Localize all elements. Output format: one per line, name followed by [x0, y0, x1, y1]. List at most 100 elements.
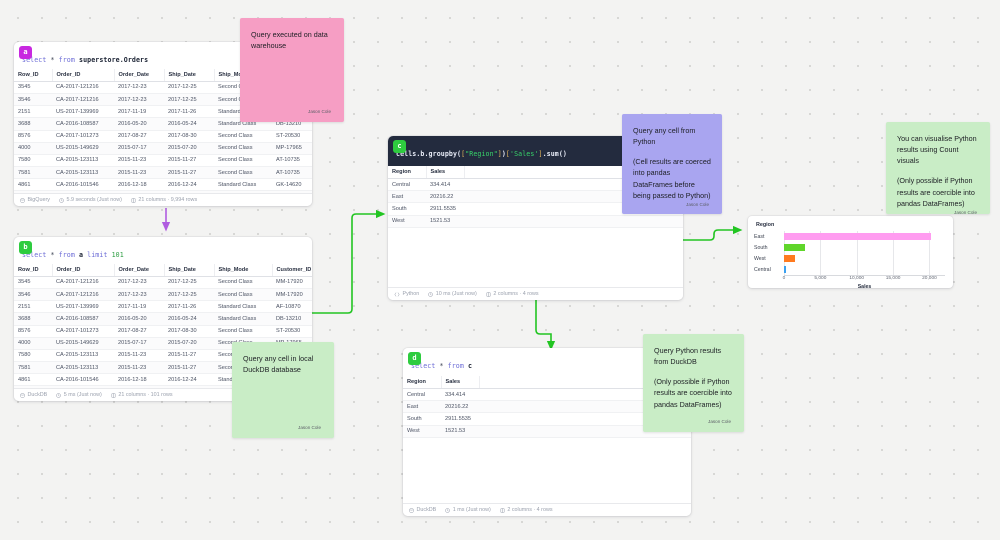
col-header[interactable]: Sales [441, 376, 480, 389]
table-cell[interactable]: Central [403, 388, 441, 402]
table-cell[interactable]: 7581 [14, 361, 52, 375]
table-cell[interactable]: CA-2016-108587 [52, 117, 114, 131]
table-cell[interactable]: ST-20530 [272, 325, 312, 338]
table-cell[interactable]: CA-2016-111010 [52, 385, 114, 388]
table-cell[interactable]: 268 [14, 385, 52, 388]
table-cell[interactable]: ST-20530 [272, 130, 312, 143]
table-cell[interactable]: 2911.5535 [426, 202, 464, 216]
cell-badge-d[interactable]: d [408, 352, 421, 365]
table-cell[interactable]: 3688 [14, 312, 52, 326]
table-cell[interactable]: 334.414 [441, 388, 479, 402]
table-cell[interactable]: CA-2015-123113 [52, 349, 114, 363]
cell-badge-c[interactable]: c [393, 140, 406, 153]
table-cell[interactable]: 4861 [14, 373, 52, 387]
table-cell[interactable]: 2017-12-25 [164, 93, 214, 107]
table-cell[interactable]: 2015-11-27 [164, 154, 214, 168]
chart-bar[interactable] [784, 244, 806, 251]
col-header[interactable] [479, 376, 691, 389]
table-cell[interactable]: CA-2017-121216 [52, 93, 114, 107]
chart-bar[interactable] [784, 266, 787, 273]
table-cell[interactable]: MP-17965 [272, 142, 312, 155]
col-header[interactable]: Row_ID [14, 263, 53, 277]
result-grid-a[interactable]: Row_ID Order_ID Order_Date Ship_Date Shi… [14, 68, 312, 193]
table-cell[interactable]: 3545 [14, 276, 52, 289]
table-cell[interactable] [479, 400, 691, 414]
table-cell[interactable]: 2017-12-25 [164, 288, 214, 302]
table-cell[interactable]: 2016-01-22 [114, 385, 164, 388]
sticky-note-warehouse[interactable]: Query executed on data warehouse Jason C… [240, 18, 344, 122]
table-cell[interactable]: 2015-11-23 [114, 349, 164, 363]
table-cell[interactable]: 2017-11-26 [164, 300, 214, 314]
table-cell[interactable]: 2151 [14, 105, 52, 119]
table-cell[interactable]: 2016-12-18 [114, 178, 164, 192]
table-cell[interactable]: Second Class [214, 142, 272, 155]
table-cell[interactable]: South [403, 412, 441, 426]
table-cell[interactable]: CA-2016-101546 [52, 373, 114, 387]
col-header[interactable]: Ship_Date [164, 68, 215, 82]
col-header[interactable]: Order_ID [52, 68, 115, 82]
table-cell[interactable]: 2016-05-24 [164, 312, 214, 326]
table-cell[interactable]: Second Class [214, 276, 272, 289]
table-cell[interactable]: East [403, 400, 441, 414]
table-cell[interactable]: PG-18895 [272, 190, 312, 193]
col-header[interactable]: Ship_Mode [214, 263, 273, 277]
table-cell[interactable]: AT-10735 [272, 166, 312, 180]
col-header[interactable]: Sales [426, 166, 465, 179]
table-cell[interactable]: 3688 [14, 117, 52, 131]
table-cell[interactable]: 2017-12-23 [114, 276, 164, 289]
col-header[interactable]: Region [388, 166, 427, 179]
table-cell[interactable]: 2151 [14, 300, 52, 314]
col-header[interactable]: Order_Date [114, 263, 165, 277]
sticky-note-python[interactable]: Query any cell from Python (Cell results… [622, 114, 722, 214]
table-cell[interactable]: 2017-12-23 [114, 81, 164, 94]
table-cell[interactable]: Second Class [214, 130, 272, 143]
table-cell[interactable]: CA-2017-101273 [52, 130, 114, 143]
col-header[interactable]: Region [403, 376, 442, 389]
table-cell[interactable]: CA-2015-123113 [52, 154, 114, 168]
table-cell[interactable]: US-2017-139969 [52, 300, 114, 314]
table-cell[interactable]: 268 [14, 190, 52, 193]
table-cell[interactable]: 8576 [14, 130, 52, 143]
table-cell[interactable]: 2015-07-17 [114, 142, 164, 155]
table-cell[interactable]: 2017-12-23 [114, 288, 164, 302]
table-cell[interactable]: 20216.22 [441, 400, 479, 414]
table-cell[interactable]: 334.414 [426, 178, 464, 192]
col-header[interactable]: Ship_Date [164, 263, 215, 277]
table-cell[interactable]: 2017-11-26 [164, 105, 214, 119]
table-cell[interactable]: 2017-08-27 [114, 130, 164, 143]
table-cell[interactable]: 2017-12-25 [164, 276, 214, 289]
table-cell[interactable]: CA-2016-101546 [52, 178, 114, 192]
chart-bar[interactable] [784, 233, 932, 240]
table-cell[interactable]: 4000 [14, 142, 52, 155]
table-cell[interactable]: CA-2015-123113 [52, 166, 114, 180]
table-cell[interactable]: Second Class [214, 288, 272, 302]
table-cell[interactable]: Second Class [214, 325, 272, 338]
table-cell[interactable]: CA-2016-108587 [52, 312, 114, 326]
table-cell[interactable]: 1521.53 [441, 425, 479, 438]
table-cell[interactable]: 7581 [14, 166, 52, 180]
table-cell[interactable]: CA-2015-123113 [52, 361, 114, 375]
table-cell[interactable]: 2016-12-24 [164, 373, 214, 387]
table-cell[interactable]: 2015-07-20 [164, 337, 214, 350]
table-cell[interactable]: US-2015-149629 [52, 142, 114, 155]
table-cell[interactable]: 7580 [14, 154, 52, 168]
table-cell[interactable]: MM-17920 [272, 276, 312, 289]
table-cell[interactable]: 2017-12-25 [164, 81, 214, 94]
table-cell[interactable]: 2016-01-22 [114, 190, 164, 193]
table-cell[interactable]: 2017-11-19 [114, 300, 164, 314]
sticky-note-visualise[interactable]: You can visualise Python results using C… [886, 122, 990, 215]
table-cell[interactable]: 2015-11-23 [114, 154, 164, 168]
table-cell[interactable]: 2016-05-20 [114, 312, 164, 326]
table-cell[interactable]: CA-2017-121216 [52, 276, 114, 289]
table-cell[interactable]: 7580 [14, 349, 52, 363]
table-cell[interactable]: 2016-01-28 [164, 385, 214, 388]
